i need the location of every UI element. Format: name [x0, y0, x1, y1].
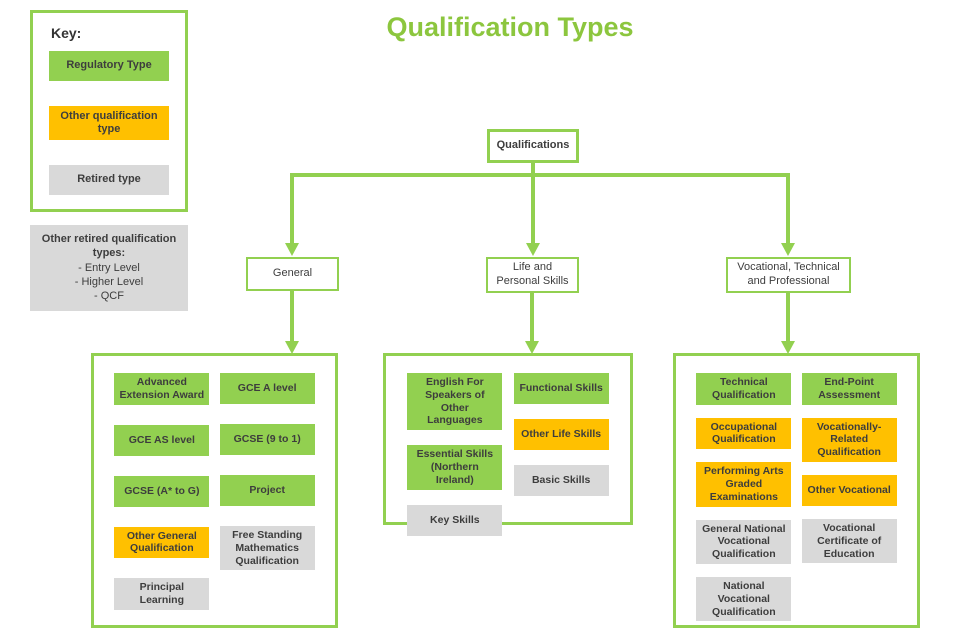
key-item-retired-type: Retired type: [49, 165, 169, 195]
connector-line: [290, 173, 790, 177]
qualification-box: Advanced Extension Award: [114, 373, 210, 405]
connector-line: [290, 173, 294, 243]
arrow-down-icon: [781, 243, 795, 256]
retired-note-item: - Higher Level: [74, 275, 144, 288]
key-panel: Key: Regulatory Type Other qualification…: [30, 10, 188, 212]
branch-node-vocational-technical-professional: Vocational, Technical and Professional: [726, 257, 851, 293]
qualification-box: Essential Skills (Northern Ireland): [407, 445, 503, 490]
connector-line: [530, 292, 534, 341]
qualification-box: Key Skills: [407, 504, 503, 536]
qualification-box: Vocationally-Related Qualification: [801, 417, 897, 462]
branch-node-general: General: [246, 257, 339, 291]
connector-line: [786, 173, 790, 243]
qualification-box: End-Point Assessment: [801, 373, 897, 405]
qualification-box: English For Speakers of Other Languages: [407, 373, 503, 431]
connector-line: [531, 162, 535, 243]
retired-note-item: - Entry Level: [78, 261, 140, 274]
key-item-regulatory-type: Regulatory Type: [49, 51, 169, 81]
arrow-down-icon: [526, 243, 540, 256]
qualification-box: National Vocational Qualification: [696, 576, 792, 622]
qualification-box: Other Vocational: [801, 474, 897, 506]
key-heading: Key:: [51, 25, 82, 41]
arrow-down-icon: [285, 243, 299, 256]
retired-types-note: Other retired qualification types: - Ent…: [30, 225, 188, 312]
root-node-qualifications: Qualifications: [487, 129, 579, 163]
qualification-box: GCSE (A* to G): [114, 475, 210, 507]
connector-line: [786, 291, 790, 341]
qualification-box: GCSE (9 to 1): [219, 424, 315, 455]
qualification-box: Technical Qualification: [696, 373, 792, 405]
qualification-box: Occupational Qualification: [696, 417, 792, 450]
qualification-box: Principal Learning: [114, 578, 210, 610]
qualification-box: Project: [219, 475, 315, 506]
qualification-box: General National Vocational Qualificatio…: [696, 519, 792, 564]
page-title: Qualification Types: [386, 12, 634, 42]
qualification-box: Basic Skills: [513, 465, 609, 496]
qualification-box: Other Life Skills: [513, 419, 609, 450]
qualification-box: Other General Qualification: [114, 526, 210, 559]
qualification-box: Free Standing Mathematics Qualification: [219, 526, 315, 571]
arrow-down-icon: [525, 341, 539, 354]
qualification-box: Vocational Certificate of Education: [801, 518, 897, 564]
key-item-other-qualification-type: Other qualification type: [49, 106, 169, 140]
branch-node-life-and-personal-skills: Life and Personal Skills: [486, 257, 579, 293]
qualification-box: Functional Skills: [513, 373, 609, 404]
retired-note-heading: Other retired qualification types:: [41, 233, 177, 260]
qualification-box: Performing Arts Graded Examinations: [696, 462, 792, 507]
arrow-down-icon: [285, 341, 299, 354]
qualification-box: GCE AS level: [114, 424, 210, 456]
arrow-down-icon: [781, 341, 795, 354]
connector-line: [290, 290, 294, 341]
qualification-box: GCE A level: [219, 373, 315, 404]
retired-note-item: - QCF: [94, 290, 124, 303]
